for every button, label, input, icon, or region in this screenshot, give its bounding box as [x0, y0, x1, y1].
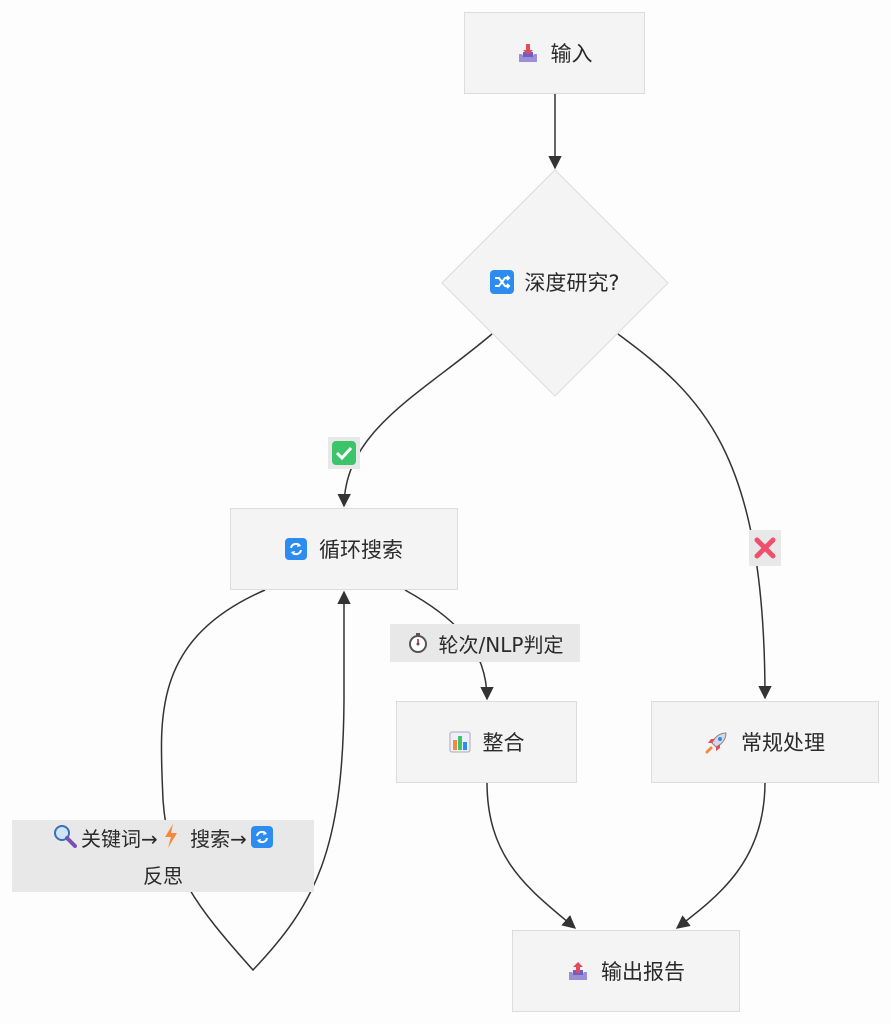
outbox-tray-icon [567, 960, 589, 982]
edge-regular-output [675, 781, 766, 929]
loop-step-search: 搜索→ [190, 827, 247, 851]
edge-label-rounds: 轮次/NLP判定 [390, 624, 580, 662]
node-loop-search[interactable]: 循环搜索 [230, 508, 458, 590]
shuffle-icon [490, 270, 515, 294]
edge-label-rounds-text: 轮次/NLP判定 [438, 632, 564, 657]
node-loop-search-label: 循环搜索 [319, 538, 403, 562]
rocket-icon [705, 730, 729, 754]
node-input-label: 输入 [550, 42, 593, 66]
loop-step-reflect: 反思 [143, 863, 183, 888]
lightning-icon [162, 823, 180, 859]
repeat-icon-small [250, 824, 273, 858]
repeat-icon [285, 538, 307, 560]
edge-label-no [749, 530, 781, 566]
edge-loop-self [160, 589, 351, 972]
cross-icon [754, 537, 776, 559]
stopwatch-icon [407, 632, 429, 654]
node-regular-label: 常规处理 [741, 731, 825, 755]
loop-step-keyword: 关键词→ [81, 827, 158, 851]
bar-chart-icon [449, 731, 471, 753]
decision-label: 深度研究? [524, 271, 620, 295]
node-integrate[interactable]: 整合 [396, 701, 577, 783]
node-input[interactable]: 输入 [464, 12, 645, 94]
edge-integrate-output [486, 781, 577, 929]
node-output[interactable]: 输出报告 [512, 930, 740, 1012]
edge-label-loop-steps: 关键词→ 搜索→ 反思 [12, 820, 314, 892]
magnifier-icon [53, 824, 78, 858]
inbox-tray-icon [517, 42, 539, 64]
edge-decision-regular [617, 333, 772, 700]
edge-decision-loop [337, 333, 493, 508]
decision-label-wrap: 深度研究? [441, 258, 669, 306]
edge-label-yes [328, 437, 360, 469]
node-output-label: 输出报告 [601, 960, 685, 984]
node-integrate-label: 整合 [482, 731, 525, 755]
check-icon [332, 441, 356, 465]
node-regular[interactable]: 常规处理 [651, 701, 879, 783]
decision-diamond[interactable] [441, 169, 669, 397]
